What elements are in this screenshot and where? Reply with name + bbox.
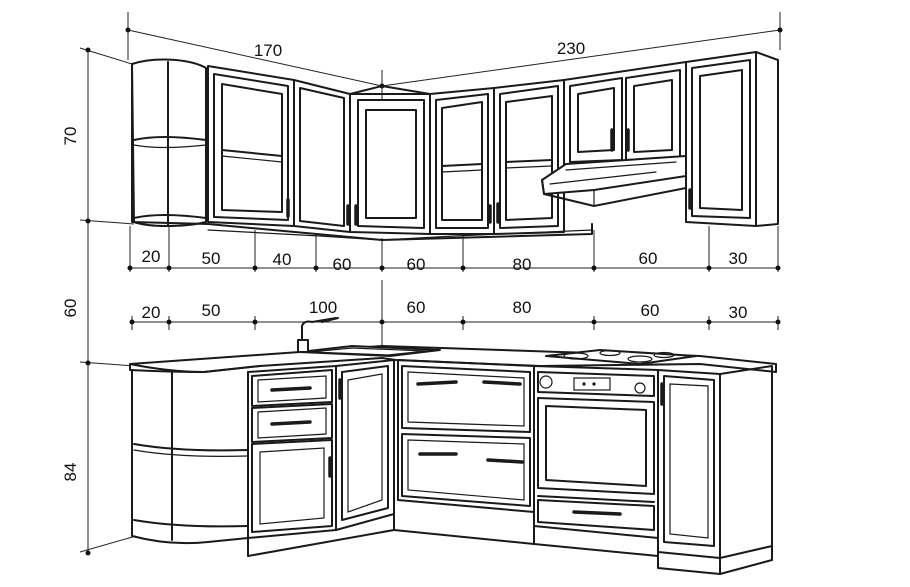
oven-knob <box>539 375 553 389</box>
oven <box>533 365 659 539</box>
height-dimension: 70 60 84 <box>61 47 137 556</box>
lower-segment-dimension: 20 50 100 60 80 60 30 <box>129 280 781 352</box>
lower-corner-door <box>335 359 395 531</box>
upper-glass-cabinet <box>207 65 295 227</box>
faucet <box>297 339 309 353</box>
countertop <box>129 317 777 373</box>
lower-segment-label: 100 <box>309 298 337 317</box>
lower-segment-label: 30 <box>729 303 748 322</box>
gas-hob <box>545 349 697 365</box>
upper-segment-label: 60 <box>407 255 426 274</box>
top-dimension: 170 230 <box>125 12 783 100</box>
lower-segment-label: 50 <box>202 301 221 320</box>
oven-knob <box>634 382 646 394</box>
oven-display <box>573 377 611 391</box>
drawer-handle <box>416 380 458 386</box>
upper-corner-cabinet <box>349 85 431 235</box>
height-gap-label: 60 <box>61 299 80 318</box>
height-lower-label: 84 <box>61 463 80 482</box>
lower-segment-label: 80 <box>513 298 532 317</box>
lower-segment-label: 20 <box>142 303 161 322</box>
lower-segment-label: 60 <box>641 301 660 320</box>
upper-segment-label: 30 <box>729 249 748 268</box>
lower-drawer-block <box>397 359 535 513</box>
upper-corner-shelf <box>131 58 207 227</box>
upper-cabinets <box>131 51 779 241</box>
lower-end-cabinet <box>657 365 773 559</box>
upper-glass-cabinet <box>493 79 565 235</box>
sink <box>297 317 441 357</box>
upper-segment-label: 60 <box>333 255 352 274</box>
lower-corner-shelf <box>131 369 249 545</box>
lower-cabinets <box>131 359 773 575</box>
drawer-handle <box>482 380 522 386</box>
upper-segment-label: 80 <box>513 255 532 274</box>
drawer-handle <box>270 386 312 392</box>
upper-segment-label: 60 <box>639 249 658 268</box>
drawer-handle <box>270 420 312 426</box>
lower-segment-label: 60 <box>407 298 426 317</box>
top-width-right-label: 230 <box>557 39 585 58</box>
upper-segment-dimension: 20 50 40 60 60 80 60 30 <box>127 226 781 274</box>
upper-segment-label: 20 <box>142 247 161 266</box>
drawer-handle <box>572 510 622 516</box>
hood-cabinet <box>563 61 687 171</box>
top-width-left-label: 170 <box>254 41 282 60</box>
upper-segment-label: 50 <box>202 249 221 268</box>
drawer-handle <box>486 458 524 464</box>
lower-drawer-cabinet <box>247 365 337 539</box>
height-upper-label: 70 <box>61 127 80 146</box>
upper-cabinet-door <box>293 79 351 233</box>
upper-glass-cabinet <box>429 87 495 235</box>
upper-end-cabinet <box>685 51 779 227</box>
upper-segment-label: 40 <box>273 250 292 269</box>
